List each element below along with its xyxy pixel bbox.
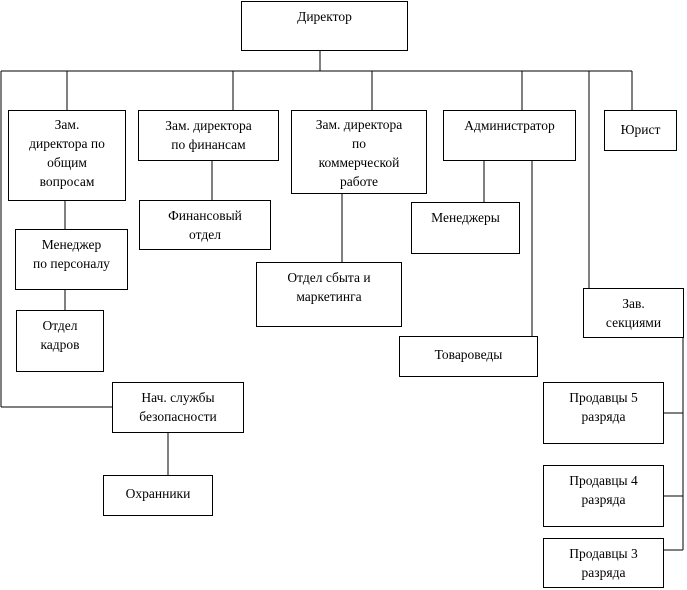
merchandisers-box: Товароведы [399, 336, 538, 377]
hr-dept-box: Отдел кадров [16, 310, 104, 372]
finance-dept-box: Финансовый отдел [139, 200, 271, 250]
sellers-3-box: Продавцы 3 разряда [543, 538, 664, 588]
administrator-box: Администратор [443, 110, 576, 161]
section-head-box: Зав. секциями [583, 288, 684, 338]
sales-marketing-box: Отдел сбыта и маркетинга [256, 262, 402, 327]
deputy-finance-box: Зам. директора по финансам [138, 110, 279, 161]
managers-box: Менеджеры [411, 202, 520, 254]
sellers-5-box: Продавцы 5 разряда [543, 382, 664, 444]
lawyer-box: Юрист [604, 110, 677, 151]
deputy-general-box: Зам. директора по общим вопросам [8, 110, 126, 201]
hr-manager-box: Менеджер по персоналу [15, 229, 128, 290]
security-head-box: Нач. службы безопасности [112, 382, 244, 433]
deputy-commercial-box: Зам. директора по коммерческой работе [291, 110, 427, 194]
director-box: Директор [241, 1, 408, 51]
guards-box: Охранники [103, 475, 213, 516]
sellers-4-box: Продавцы 4 разряда [543, 465, 664, 527]
